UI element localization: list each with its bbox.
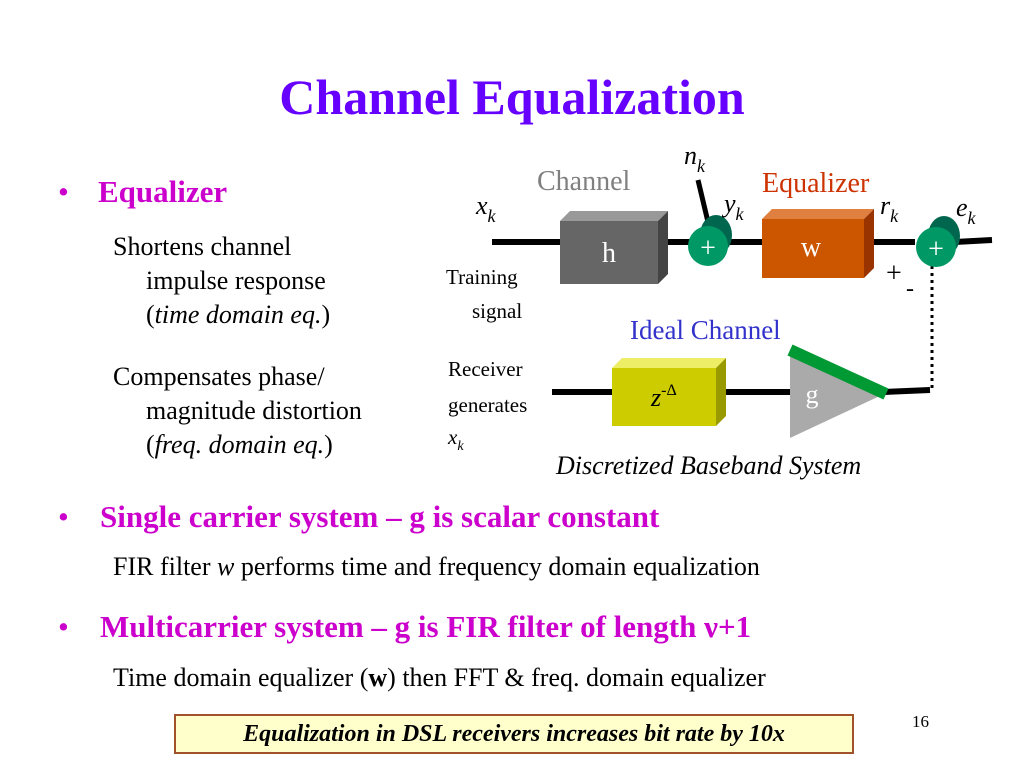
g-stripe [787,344,889,400]
page-number: 16 [912,712,929,731]
y-label: yk [721,189,745,224]
delay-block: z-Δ [612,358,726,426]
e-label: ek [956,193,977,228]
diagram-caption: Discretized Baseband System [555,451,861,480]
subitem-shortens-line1: Shortens channel [113,232,292,261]
noise-adder: + [688,215,732,266]
training-label-line2: signal [472,299,522,323]
line-output [954,237,993,245]
input-x-label: xk [475,191,497,226]
r-label: rk [880,191,899,226]
bullet-equalizer: Equalizer [98,174,228,209]
subitem-compensates-line3: (freq. domain eq.) [146,430,333,459]
adder1-plus: + [700,233,716,264]
receiver-label-x: xk [447,425,464,454]
bullet-dot: • [58,609,69,644]
training-label-line1: Training [446,265,518,289]
line-g-output [883,387,931,395]
adder2-plus: + [928,234,944,265]
ideal-channel-g-block: g [787,344,889,438]
noise-n-label: nk [684,141,706,176]
callout-box: Equalization in DSL receivers increases … [174,714,854,754]
error-adder: + [916,216,960,267]
delay-label: z-Δ [650,382,677,412]
h-label: h [602,238,616,269]
subitem-time-domain: Time domain equalizer (w) then FFT & fre… [113,663,766,692]
ideal-channel-label: Ideal Channel [630,315,781,345]
equalizer-label: Equalizer [762,168,870,199]
subitem-compensates: Compensates phase/ magnitude distortion … [113,360,362,462]
bullet-dot: • [58,174,69,209]
subitem-shortens: Shortens channel impulse response (time … [113,230,330,332]
feedback-minus: - [906,276,914,302]
receiver-label-line2: generates [448,393,527,417]
subitem-shortens-line3: (time domain eq.) [146,300,331,329]
bullet-single-carrier: Single carrier system – g is scalar cons… [100,499,660,534]
w-label: w [801,232,822,263]
channel-label: Channel [537,166,631,197]
slide-title: Channel Equalization [279,69,745,125]
bullet-dot: • [58,499,69,534]
subitem-compensates-line1: Compensates phase/ [113,362,325,391]
line-noise [695,179,711,223]
g-label: g [806,380,819,409]
channel-h-block: h [560,211,668,284]
subitem-shortens-line2: impulse response [146,266,326,295]
equalizer-w-block: w [762,209,874,278]
feedback-plus: + [886,258,902,289]
receiver-label-line1: Receiver [448,357,523,381]
bullet-multicarrier: Multicarrier system – g is FIR filter of… [100,609,752,644]
subitem-fir: FIR filter w performs time and frequency… [113,552,760,581]
subitem-compensates-line2: magnitude distortion [146,396,362,425]
